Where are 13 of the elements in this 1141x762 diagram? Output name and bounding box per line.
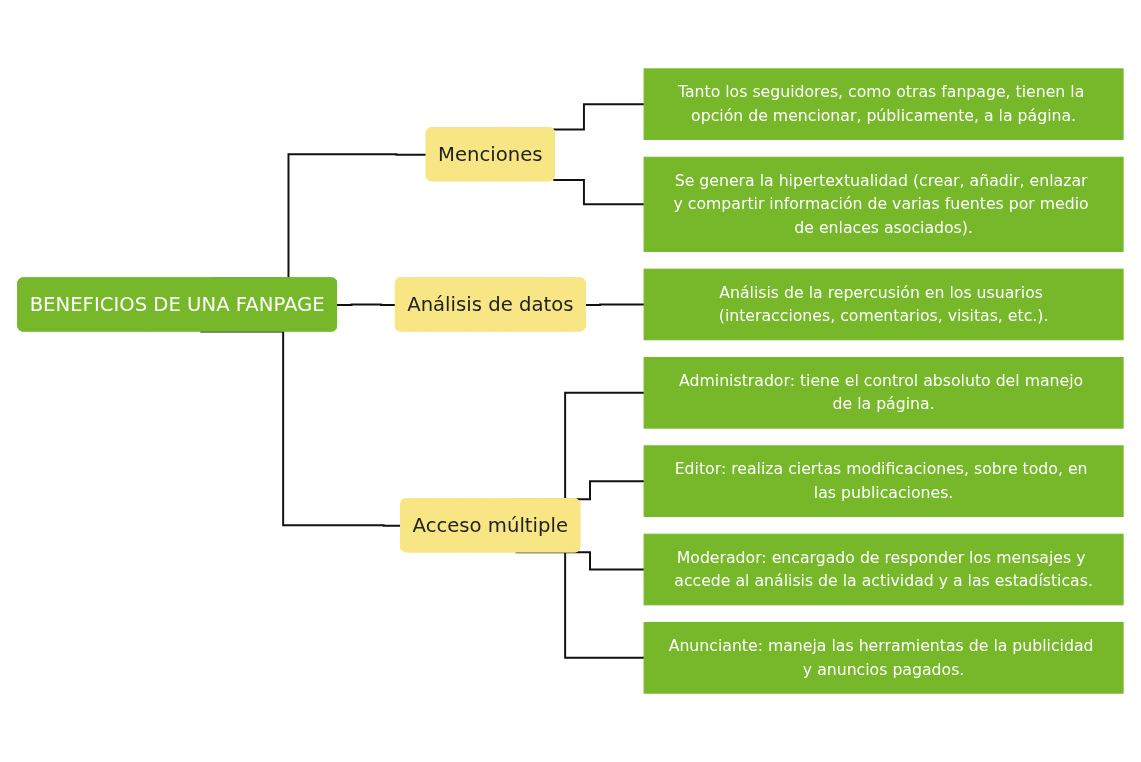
connector	[336, 303, 397, 306]
node-box: Moderador: encargado de responder los mensajes y accede al análisis de la actividad y a las estadísticas.	[643, 533, 1124, 606]
connector	[514, 551, 646, 659]
connector	[552, 103, 646, 131]
connector	[584, 303, 646, 306]
connector	[564, 551, 646, 571]
node-box: Tanto los seguidores, como otras fanpage, tienen la opción de mencionar, públicamente, a la página.	[643, 68, 1124, 140]
node-box: Editor: realiza ciertas modificaciones, sobre todo, en las publicaciones.	[643, 445, 1124, 517]
node-box: Anunciante: maneja las herramientas de la publicidad y anuncios pagados.	[643, 622, 1124, 694]
node-box: Análisis de la repercusión en los usuarios (interacciones, comentarios, visitas, etc.).	[643, 268, 1124, 341]
node-box: Administrador: tiene el control absoluto del manejo de la página.	[643, 356, 1124, 429]
connector	[552, 178, 646, 206]
node-box: Se genera la hipertextualidad (crear, añadir, enlazar y compartir información de varias fuentes por medio de enlaces asociados).	[643, 156, 1124, 252]
